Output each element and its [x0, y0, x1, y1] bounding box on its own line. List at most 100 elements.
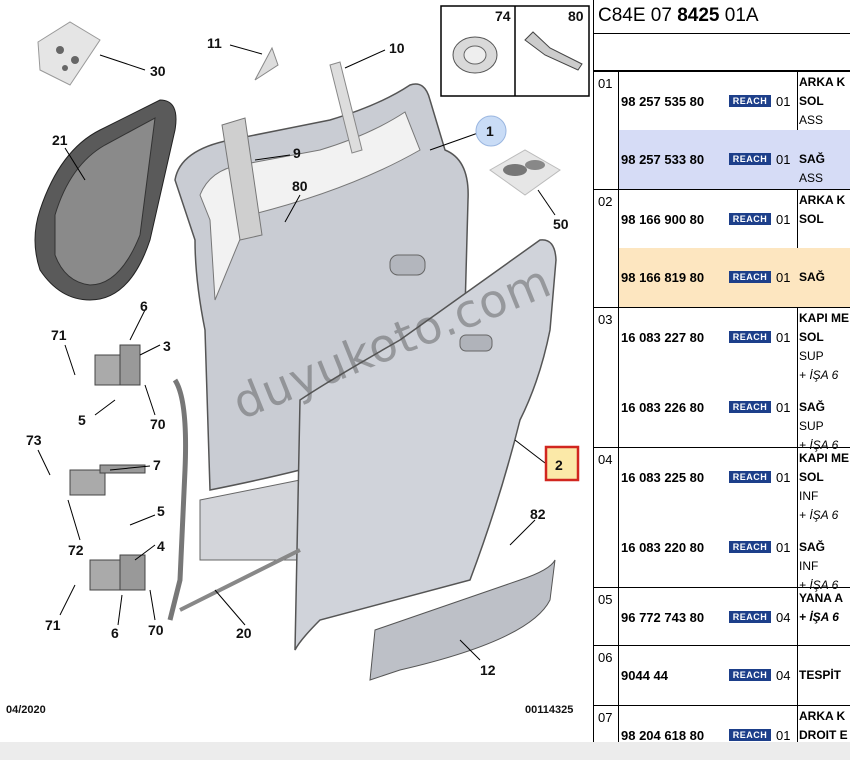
lower-hinge-part [89, 554, 146, 591]
reach-badge: REACH [729, 401, 771, 413]
callout-20[interactable]: 20 [236, 625, 252, 641]
part-reference[interactable]: 98 257 533 80 [621, 152, 705, 167]
reach-badge: REACH [729, 213, 771, 225]
callout-72[interactable]: 72 [68, 542, 84, 558]
parts-title: C84E 07 8425 01A [598, 5, 759, 26]
callout-9[interactable]: 9 [293, 145, 301, 161]
lower-trim-part [369, 559, 556, 681]
part-quantity: 01 [776, 270, 791, 285]
reach-badge: REACH [729, 611, 771, 623]
group-number: 06 [598, 650, 613, 665]
part-description: TESPİT [799, 668, 842, 682]
reach-badge: REACH [729, 541, 771, 553]
parts-group-06: 06 9044 44 REACH 04 TESPİT [594, 645, 850, 706]
group-number: 07 [598, 710, 613, 725]
callout-82[interactable]: 82 [530, 506, 546, 522]
group-number: 02 [598, 194, 613, 209]
callout-3[interactable]: 3 [163, 338, 171, 354]
part-quantity: 01 [776, 470, 791, 485]
reach-badge: REACH [729, 153, 771, 165]
callout-30[interactable]: 30 [150, 63, 166, 79]
callout-74[interactable]: 74 [495, 8, 511, 24]
part-reference[interactable]: 9044 44 [621, 668, 668, 683]
part-quantity: 04 [776, 610, 791, 625]
callout-5-upper[interactable]: 5 [78, 412, 86, 428]
callout-11[interactable]: 11 [207, 35, 222, 51]
exploded-parts-diagram: 74 80 11 10 30 21 1 9 80 50 6 71 3 5 70 … [6, 5, 590, 716]
part-quantity: 01 [776, 152, 791, 167]
callout-6-lower[interactable]: 6 [111, 625, 119, 641]
reach-badge: REACH [729, 331, 771, 343]
callout-2[interactable]: 2 [555, 457, 563, 473]
callout-80-inset[interactable]: 80 [568, 8, 584, 24]
callout-1[interactable]: 1 [486, 123, 494, 139]
part-reference[interactable]: 16 083 227 80 [621, 330, 705, 345]
part-row[interactable]: 9044 44 REACH 04 TESPİT [619, 646, 850, 706]
callout-80[interactable]: 80 [292, 178, 308, 194]
callout-6-upper[interactable]: 6 [140, 298, 148, 314]
bottom-scroll-bar[interactable] [0, 742, 850, 760]
callout-1-highlight[interactable] [475, 115, 507, 147]
group-number: 04 [598, 452, 613, 467]
callout-5-lower[interactable]: 5 [157, 503, 165, 519]
group-number: 05 [598, 592, 613, 607]
part-reference[interactable]: 96 772 743 80 [621, 610, 705, 625]
part-reference[interactable]: 98 166 819 80 [621, 270, 705, 285]
callout-73[interactable]: 73 [26, 432, 42, 448]
part-reference[interactable]: 98 166 900 80 [621, 212, 705, 227]
diagram-code: 00114325 [525, 704, 573, 716]
part-reference[interactable]: 98 257 535 80 [621, 94, 705, 109]
part-quantity: 01 [776, 400, 791, 415]
part-quantity: 04 [776, 668, 791, 683]
check-strap-part [69, 464, 146, 496]
reach-badge: REACH [729, 669, 771, 681]
part-reference[interactable]: 98 204 618 80 [621, 728, 705, 743]
callout-50[interactable]: 50 [553, 216, 569, 232]
part-description: YANA A+ İŞA 6 [799, 591, 844, 624]
callout-71-upper[interactable]: 71 [51, 327, 67, 343]
reach-badge: REACH [729, 471, 771, 483]
callout-70-upper[interactable]: 70 [150, 416, 166, 432]
callout-2-highlight[interactable] [544, 445, 580, 482]
callout-21[interactable]: 21 [52, 132, 68, 148]
callout-70-lower[interactable]: 70 [148, 622, 164, 638]
part-quantity: 01 [776, 212, 791, 227]
reach-badge: REACH [729, 271, 771, 283]
callout-4[interactable]: 4 [157, 538, 165, 554]
part-row[interactable]: 96 772 743 80 REACH 04 YANA A+ İŞA 6 [619, 588, 850, 646]
part-reference[interactable]: 16 083 225 80 [621, 470, 705, 485]
part-reference[interactable]: 16 083 220 80 [621, 540, 705, 555]
clip-part [524, 31, 583, 71]
callout-10[interactable]: 10 [389, 40, 405, 56]
callout-7[interactable]: 7 [153, 457, 161, 473]
callout-71-lower[interactable]: 71 [45, 617, 61, 633]
reach-badge: REACH [729, 95, 771, 107]
part-quantity: 01 [776, 540, 791, 555]
callout-12[interactable]: 12 [480, 662, 496, 678]
reach-badge: REACH [729, 729, 771, 741]
part-reference[interactable]: 16 083 226 80 [621, 400, 705, 415]
part-quantity: 01 [776, 728, 791, 743]
group-number: 03 [598, 312, 613, 327]
diagram-canvas: 74 80 11 10 30 21 1 9 80 50 6 71 3 5 70 … [6, 5, 590, 716]
